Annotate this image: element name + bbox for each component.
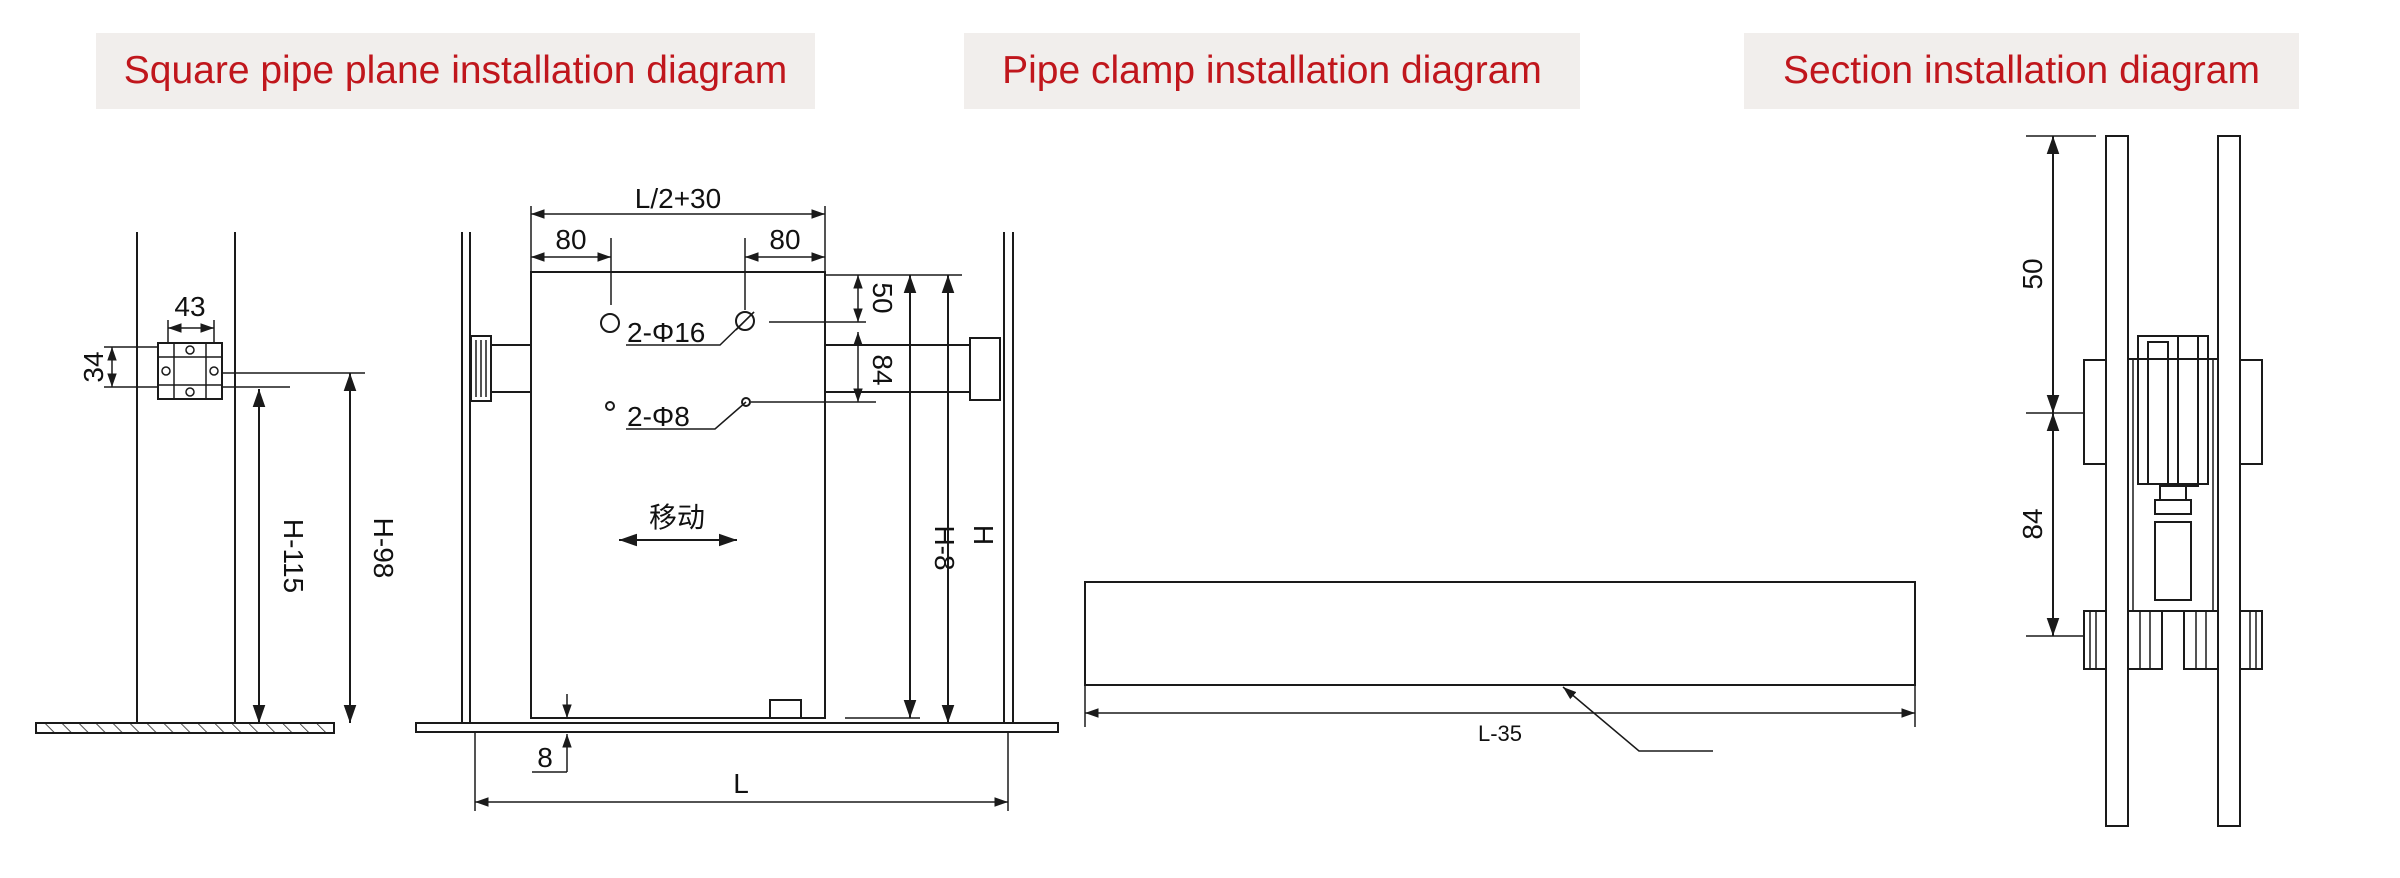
dim-h-8: H-8 <box>929 525 960 570</box>
section-title: Section installation diagram <box>1744 33 2299 109</box>
dim-h-98: H-98 <box>368 518 399 579</box>
section-rail-right <box>2217 135 2241 827</box>
section-view: 50 84 <box>2017 135 2263 827</box>
label-2-phi-8: 2-Φ8 <box>627 401 690 432</box>
dim-43: 43 <box>174 291 205 322</box>
floor-base <box>35 722 335 734</box>
label-2-phi-16: 2-Φ16 <box>627 317 705 348</box>
section-title-text: Section installation diagram <box>1783 49 2260 92</box>
dim-h: H <box>968 525 999 545</box>
dim-l-35: L-35 <box>1478 721 1522 746</box>
hole-16-right <box>735 311 755 331</box>
pipe-clamp-title-text: Pipe clamp installation diagram <box>1002 49 1542 92</box>
base-plate <box>415 722 1059 733</box>
hole-8-right <box>741 397 751 407</box>
door-panel <box>530 271 826 719</box>
section-rollers <box>2083 610 2263 670</box>
square-pipe-title: Square pipe plane installation diagram <box>96 33 815 109</box>
dim-50: 50 <box>867 282 898 313</box>
right-clamp <box>824 337 1001 401</box>
dim-34: 34 <box>78 351 109 382</box>
dim-h-115: H-115 <box>278 519 309 593</box>
square-pipe-side-view: 43 34 H-115 H-98 <box>35 232 399 734</box>
pipe-clamp-view: L-35 <box>1084 581 1916 752</box>
section-dim-84: 84 <box>2017 508 2048 539</box>
left-clamp <box>470 335 532 402</box>
bracket-block <box>157 342 223 400</box>
label-move: 移动 <box>649 502 705 533</box>
dim-l-half-plus-30: L/2+30 <box>635 183 721 214</box>
dim-l: L <box>733 768 749 799</box>
dim-80-left: 80 <box>555 224 586 255</box>
square-pipe-front-view: L/2+30 80 80 2-Φ16 2-Φ8 移动 50 84 H-8 <box>415 183 1059 811</box>
clamp-bar <box>1084 581 1916 686</box>
pipe-clamp-title: Pipe clamp installation diagram <box>964 33 1580 109</box>
dim-80-right: 80 <box>769 224 800 255</box>
section-dim-50: 50 <box>2017 258 2048 289</box>
dim-84: 84 <box>867 354 898 385</box>
dim-8: 8 <box>537 742 553 773</box>
square-pipe-title-text: Square pipe plane installation diagram <box>123 49 788 92</box>
hole-8-left <box>605 401 615 411</box>
hole-16-left <box>600 313 620 333</box>
section-rail-left <box>2105 135 2129 827</box>
